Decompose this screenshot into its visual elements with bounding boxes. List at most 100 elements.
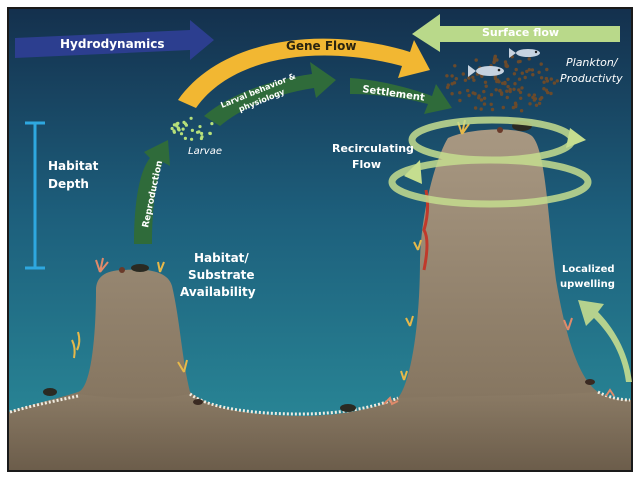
plankton-cloud bbox=[445, 54, 559, 113]
gene-flow-arrow bbox=[178, 38, 430, 108]
plankton-dot bbox=[517, 77, 522, 81]
larva-dot bbox=[190, 137, 194, 141]
plankton-dot bbox=[479, 98, 484, 102]
larval-behavior-arrow bbox=[204, 62, 336, 126]
plankton-dot bbox=[545, 79, 550, 83]
plankton-dot bbox=[505, 89, 509, 93]
larva-dot bbox=[176, 127, 181, 131]
habitat-depth-bar bbox=[25, 121, 45, 270]
plankton-dot bbox=[518, 90, 523, 95]
plankton-dot bbox=[537, 70, 541, 75]
recirculating-label-line2: Flow bbox=[352, 158, 381, 171]
plankton-dot bbox=[531, 95, 535, 100]
habitat-depth-label-line2: Depth bbox=[48, 177, 89, 191]
larva-dot bbox=[195, 130, 200, 134]
plankton-dot bbox=[482, 102, 487, 106]
larva-dot bbox=[172, 123, 176, 127]
recirculating-arrowhead bbox=[566, 128, 586, 148]
plankton-dot bbox=[527, 57, 531, 61]
plankton-dot bbox=[477, 94, 481, 98]
plankton-dot bbox=[473, 106, 478, 110]
reproduction-arrow bbox=[134, 140, 170, 244]
plankton-dot bbox=[489, 102, 493, 107]
plankton-dot bbox=[453, 64, 457, 68]
sediment-strip bbox=[9, 390, 631, 416]
upwelling-label-line1: Localized bbox=[562, 264, 615, 275]
plankton-dot bbox=[498, 88, 502, 93]
larvae-label: Larvae bbox=[188, 146, 222, 157]
seafloor-base bbox=[9, 392, 631, 470]
plankton-dot bbox=[525, 69, 529, 74]
recirculating-arrowhead bbox=[404, 160, 422, 184]
larva-dot bbox=[200, 135, 204, 139]
plankton-dot bbox=[531, 73, 535, 77]
plankton-dot bbox=[492, 60, 496, 65]
plankton-dot bbox=[479, 107, 483, 111]
plankton-dot bbox=[482, 89, 486, 94]
recirculating-label-line1: Recirculating bbox=[332, 142, 414, 155]
larva-dot bbox=[189, 116, 193, 120]
plankton-dot bbox=[540, 96, 544, 100]
plankton-dot bbox=[555, 79, 559, 83]
surface-flow-label: Surface flow bbox=[482, 26, 559, 39]
plankton-dot bbox=[461, 72, 465, 76]
upwelling-label-line2: upwelling bbox=[560, 279, 615, 290]
plankton-dot bbox=[516, 60, 521, 64]
larva-dot bbox=[198, 125, 202, 129]
plankton-dot bbox=[530, 68, 535, 72]
plankton-dot bbox=[527, 68, 531, 72]
plankton-dot bbox=[523, 75, 527, 80]
plankton-dot bbox=[505, 95, 509, 100]
hydrodynamics-label: Hydrodynamics bbox=[60, 37, 165, 51]
plankton-dot bbox=[520, 71, 524, 75]
settlement-arrow bbox=[350, 78, 452, 114]
plankton-dot bbox=[480, 74, 484, 79]
plankton-dot bbox=[513, 82, 517, 86]
plankton-dot bbox=[542, 80, 546, 84]
plankton-dot bbox=[458, 91, 462, 95]
plankton-dot bbox=[467, 76, 471, 80]
plankton-dot bbox=[539, 62, 543, 66]
larva-dot bbox=[200, 131, 204, 136]
plankton-dot bbox=[506, 77, 510, 82]
plankton-dot bbox=[503, 60, 508, 64]
plankton-dot bbox=[519, 96, 523, 101]
plankton-dot bbox=[527, 93, 531, 97]
plankton-label-line1: Plankton/ bbox=[566, 56, 619, 69]
availability-label-line1: Habitat/ bbox=[194, 251, 249, 265]
hydrodynamics-arrow bbox=[15, 20, 214, 60]
larva-dot bbox=[181, 127, 185, 131]
plankton-dot bbox=[471, 75, 475, 80]
larva-dot bbox=[176, 121, 180, 125]
larva-dot bbox=[182, 120, 186, 124]
plankton-dot bbox=[534, 103, 539, 108]
larva-dot bbox=[170, 126, 174, 131]
plankton-dot bbox=[517, 88, 521, 92]
seafloor-organisms bbox=[43, 331, 615, 412]
larva-dot bbox=[210, 122, 214, 126]
plankton-dot bbox=[499, 92, 504, 97]
plankton-dot bbox=[508, 89, 512, 94]
plankton-dot bbox=[537, 101, 542, 106]
plankton-dot bbox=[484, 84, 488, 88]
plankton-dot bbox=[514, 67, 518, 72]
plankton-dot bbox=[494, 88, 498, 92]
plankton-dot bbox=[458, 98, 462, 103]
plankton-dot bbox=[545, 67, 549, 72]
plankton-dot bbox=[489, 93, 494, 97]
availability-label-line3: Availability bbox=[180, 285, 256, 299]
plankton-dot bbox=[512, 72, 517, 76]
plankton-dot bbox=[549, 77, 553, 81]
plankton-dot bbox=[532, 98, 537, 102]
plankton-dot bbox=[472, 78, 476, 82]
plankton-dot bbox=[520, 86, 524, 90]
plankton-dot bbox=[482, 96, 487, 101]
plankton-dot bbox=[454, 77, 458, 81]
plankton-dot bbox=[549, 91, 553, 96]
larva-dot bbox=[172, 130, 176, 134]
larva-dot bbox=[190, 128, 194, 132]
plankton-dot bbox=[552, 81, 557, 85]
plankton-dot bbox=[501, 105, 505, 110]
